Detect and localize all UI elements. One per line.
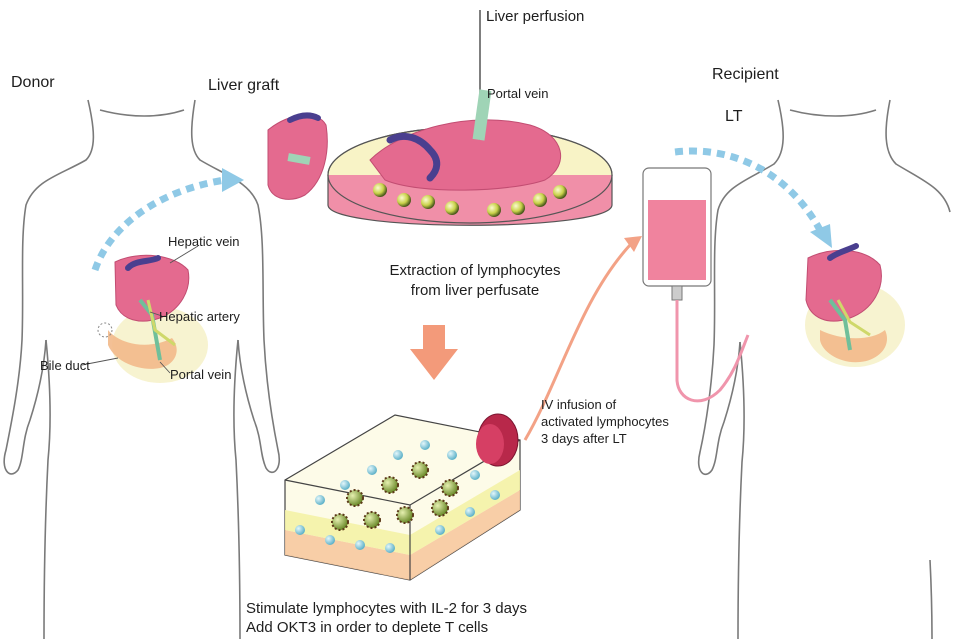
iv-line1: IV infusion of [541,397,616,412]
down-arrow [410,325,458,380]
recipient-label: Recipient [712,66,779,84]
liver-perfusion-label: Liver perfusion [486,8,584,25]
hepatic-artery-label: Hepatic artery [159,309,240,324]
portal-vein-donor-label: Portal vein [170,367,231,382]
portal-vein-top-label: Portal vein [487,86,548,101]
liver-graft [268,115,327,199]
extraction-line1: Extraction of lymphocytes [320,262,630,279]
recipient-organs [805,246,905,367]
iv-bag [643,168,748,401]
lt-label: LT [725,108,742,126]
iv-line3: 3 days after LT [541,431,627,446]
liver-graft-label: Liver graft [208,77,279,95]
stimulate-line2: Add OKT3 in order to deplete T cells [246,619,488,636]
recipient-body [699,100,950,639]
culture-flask [285,414,520,580]
bile-duct-label: Bile duct [40,358,90,373]
stimulate-line1: Stimulate lymphocytes with IL-2 for 3 da… [246,600,527,617]
extraction-line2: from liver perfusate [320,282,630,299]
dotted-arrow-donor [95,168,244,270]
perfusion-dish [328,10,612,225]
donor-label: Donor [11,74,55,92]
iv-line2: activated lymphocytes [541,414,669,429]
hepatic-vein-label: Hepatic vein [168,234,240,249]
